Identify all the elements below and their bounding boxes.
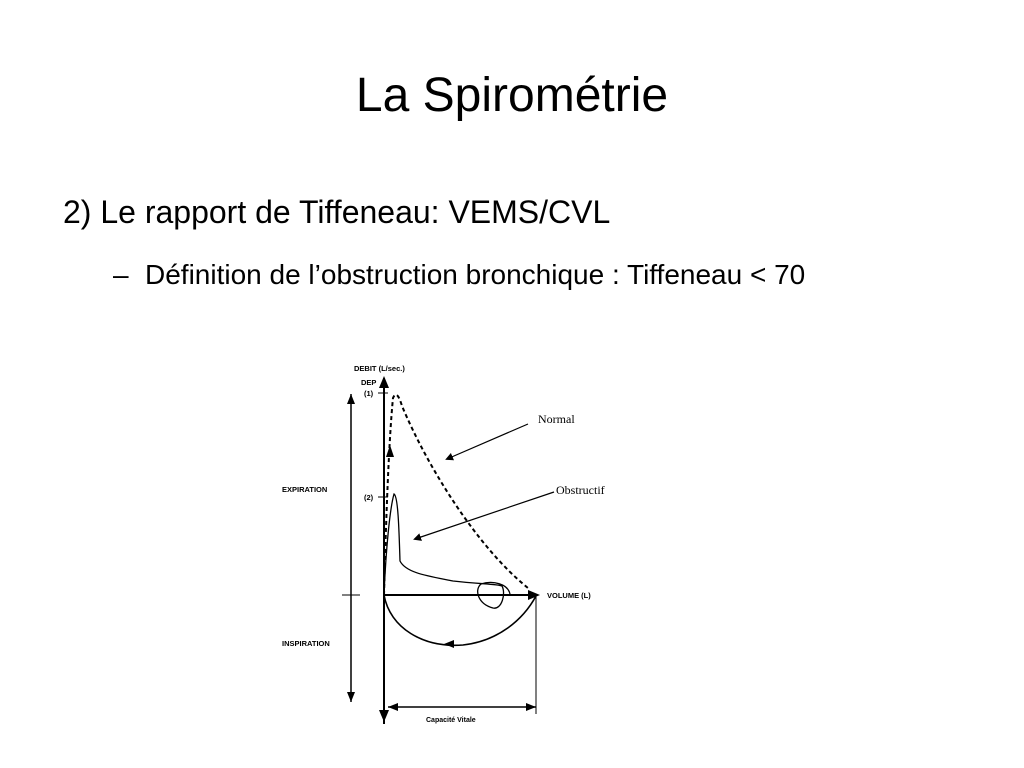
y-axis-label: DEBIT (L/sec.) bbox=[354, 364, 405, 373]
sub-bullet-obstruction-definition: – Définition de l’obstruction bronchique… bbox=[113, 252, 963, 298]
capacity-left-arrowhead bbox=[388, 703, 398, 711]
expiration-label: EXPIRATION bbox=[282, 485, 327, 494]
obstructive-pointer-arrow bbox=[413, 491, 555, 541]
vital-capacity-label: Capacité Vitale bbox=[426, 717, 476, 724]
span-top-arrowhead bbox=[347, 394, 355, 404]
inspiratory-curve bbox=[383, 594, 537, 647]
normal-curve-direction-arrowhead bbox=[386, 445, 394, 457]
inspiratory-direction-arrowhead bbox=[444, 640, 454, 648]
normal-label: Normal bbox=[538, 412, 575, 426]
span-bottom-arrowhead bbox=[347, 692, 355, 702]
dep-label: DEP bbox=[361, 378, 376, 387]
dash-bullet: – bbox=[113, 259, 129, 290]
y-axis-bottom-arrowhead bbox=[379, 710, 389, 722]
obstructive-expiratory-curve bbox=[383, 493, 511, 609]
bullet-tiffeneau-ratio: 2) Le rapport de Tiffeneau: VEMS/CVL bbox=[63, 194, 611, 230]
normal-expiratory-curve bbox=[383, 393, 529, 596]
inspiration-label: INSPIRATION bbox=[282, 639, 330, 648]
obstructive-label: Obstructif bbox=[556, 483, 605, 497]
capacity-right-arrowhead bbox=[526, 703, 536, 711]
marker-2-label: (2) bbox=[364, 493, 374, 502]
x-axis-arrowhead bbox=[528, 590, 540, 600]
x-axis-label: VOLUME (L) bbox=[547, 591, 591, 600]
marker-1-label: (1) bbox=[364, 389, 374, 398]
normal-pointer-arrow bbox=[445, 423, 529, 461]
y-axis-arrowhead bbox=[379, 376, 389, 388]
sub-bullet-text: Définition de l’obstruction bronchique :… bbox=[145, 259, 806, 290]
slide-title: La Spirométrie bbox=[355, 69, 669, 122]
flow-volume-diagram: DEBIT (L/sec.) DEP (1) (2) VOLUME (L) EX… bbox=[278, 358, 628, 728]
